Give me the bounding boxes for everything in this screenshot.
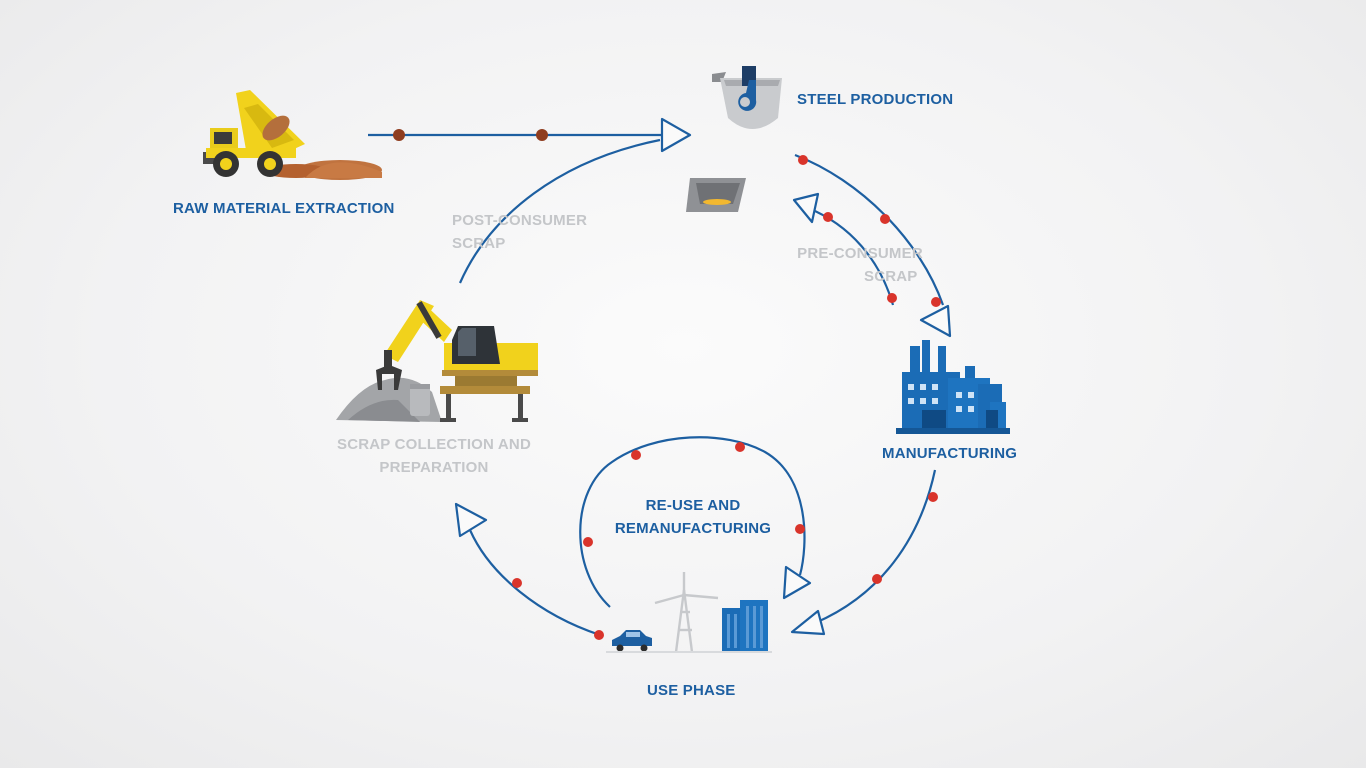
factory-icon (896, 340, 1010, 434)
scrap-collection-line1: SCRAP COLLECTION AND (336, 436, 531, 453)
ore-dot (536, 129, 548, 141)
scrap-dot (594, 630, 604, 640)
pre-consumer-scrap-label: PRE-CONSUMER SCRAP (790, 242, 930, 288)
car-icon (612, 630, 652, 652)
arrow-head-manufacturing (919, 304, 952, 338)
scrap-dot (631, 450, 641, 460)
pre-consumer-scrap-line1: PRE-CONSUMER (797, 245, 923, 262)
scrap-dot (887, 293, 897, 303)
reuse-remanufacturing-label: RE-USE AND REMANUFACTURING (593, 494, 793, 540)
use-phase-label: USE PHASE (647, 682, 736, 699)
steel-production-label: STEEL PRODUCTION (797, 91, 954, 108)
scrap-dot (798, 155, 808, 165)
building-icon (722, 600, 768, 652)
arrow-head-scrap-collection (454, 502, 488, 538)
ore-dot (393, 129, 405, 141)
raw-material-extraction-label: RAW MATERIAL EXTRACTION (173, 200, 395, 217)
products-icon (606, 572, 772, 653)
dump-truck-icon (203, 90, 382, 180)
scrap-dot (512, 578, 522, 588)
arrow-head-steel (660, 117, 692, 153)
pre-consumer-scrap-line2: SCRAP (864, 268, 918, 285)
flow-scrap-to-steel (458, 138, 661, 284)
post-consumer-scrap-line2: SCRAP (452, 235, 506, 252)
flow-pre-consumer-scrap-return (807, 206, 895, 306)
scrap-collection-label: SCRAP COLLECTION AND PREPARATION (326, 433, 542, 479)
post-consumer-scrap-label: POST-CONSUMER SCRAP (452, 209, 587, 255)
scrap-excavator-icon (336, 300, 538, 422)
arrow-head-reuse (782, 565, 812, 600)
steel-ladle-icon (686, 66, 782, 212)
arrow-head-pre-consumer (792, 192, 820, 224)
flow-reuse-loop (579, 436, 806, 608)
scrap-dot (931, 297, 941, 307)
scrap-dot (880, 214, 890, 224)
scrap-dot (735, 442, 745, 452)
flow-use-to-scrap (468, 529, 601, 637)
arrow-head-use-phase (790, 609, 826, 636)
scrap-collection-line2: PREPARATION (379, 459, 489, 476)
post-consumer-scrap-line1: POST-CONSUMER (452, 212, 588, 229)
wind-turbine-icon (654, 572, 719, 653)
manufacturing-label: MANUFACTURING (882, 445, 1018, 462)
scrap-dot (823, 212, 833, 222)
reuse-line2: REMANUFACTURING (614, 520, 772, 537)
scrap-dot (583, 537, 593, 547)
scrap-dot (795, 524, 805, 534)
scrap-dot (872, 574, 882, 584)
scrap-dot (928, 492, 938, 502)
flow-manufacturing-to-use (814, 469, 937, 625)
reuse-line1: RE-USE AND (645, 497, 741, 514)
